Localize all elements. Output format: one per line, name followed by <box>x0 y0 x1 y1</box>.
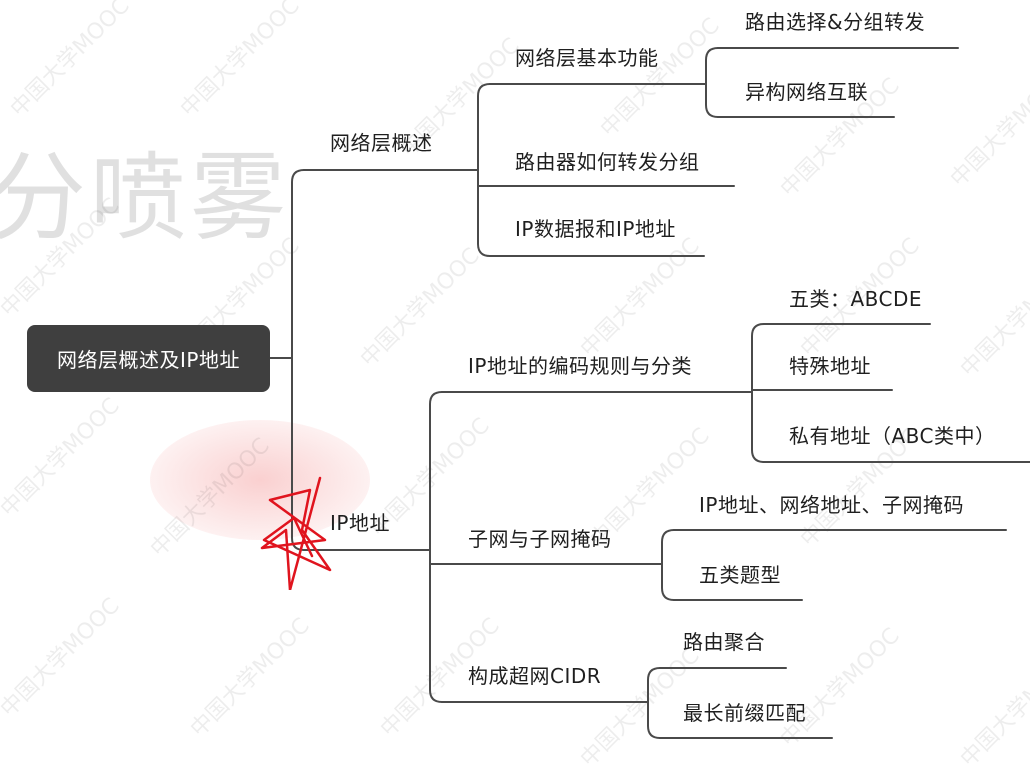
connector-ipaddr-branch <box>429 391 443 703</box>
node-special-address[interactable]: 特殊地址 <box>789 354 871 378</box>
connector-overview-branch <box>477 83 491 257</box>
node-network-layer-overview[interactable]: 网络层概述 <box>330 131 433 155</box>
node-ip-datagram[interactable]: IP数据报和IP地址 <box>515 217 676 241</box>
node-five-question-types[interactable]: 五类题型 <box>699 563 781 587</box>
node-heterogeneous-interconnect[interactable]: 异构网络互联 <box>745 80 868 104</box>
node-basic-functions[interactable]: 网络层基本功能 <box>515 46 659 70</box>
node-ip-network-mask[interactable]: IP地址、网络地址、子网掩码 <box>699 493 964 517</box>
node-router-forwarding[interactable]: 路由器如何转发分组 <box>515 150 700 174</box>
pink-smudge <box>150 420 370 540</box>
node-ip-address[interactable]: IP地址 <box>330 511 390 535</box>
red-star-annotation <box>260 476 332 590</box>
connector-basic-branch <box>705 47 719 118</box>
connector-cidr-branch <box>647 667 661 739</box>
node-five-classes[interactable]: 五类：ABCDE <box>789 287 923 311</box>
background-text: 分喷雾 <box>0 142 290 254</box>
connector-subnet-branch <box>661 529 675 601</box>
root-node[interactable]: 网络层概述及IP地址 <box>27 325 270 392</box>
node-private-address[interactable]: 私有地址（ABC类中） <box>789 424 996 448</box>
node-routing-and-forwarding[interactable]: 路由选择&分组转发 <box>745 10 926 34</box>
node-route-aggregation[interactable]: 路由聚合 <box>683 630 765 654</box>
node-encoding-rules[interactable]: IP地址的编码规则与分类 <box>468 354 692 378</box>
node-cidr[interactable]: 构成超网CIDR <box>468 664 602 688</box>
node-longest-prefix-match[interactable]: 最长前缀匹配 <box>683 701 806 725</box>
connector-encoding-branch <box>751 323 765 463</box>
node-subnet-mask[interactable]: 子网与子网掩码 <box>468 527 612 551</box>
